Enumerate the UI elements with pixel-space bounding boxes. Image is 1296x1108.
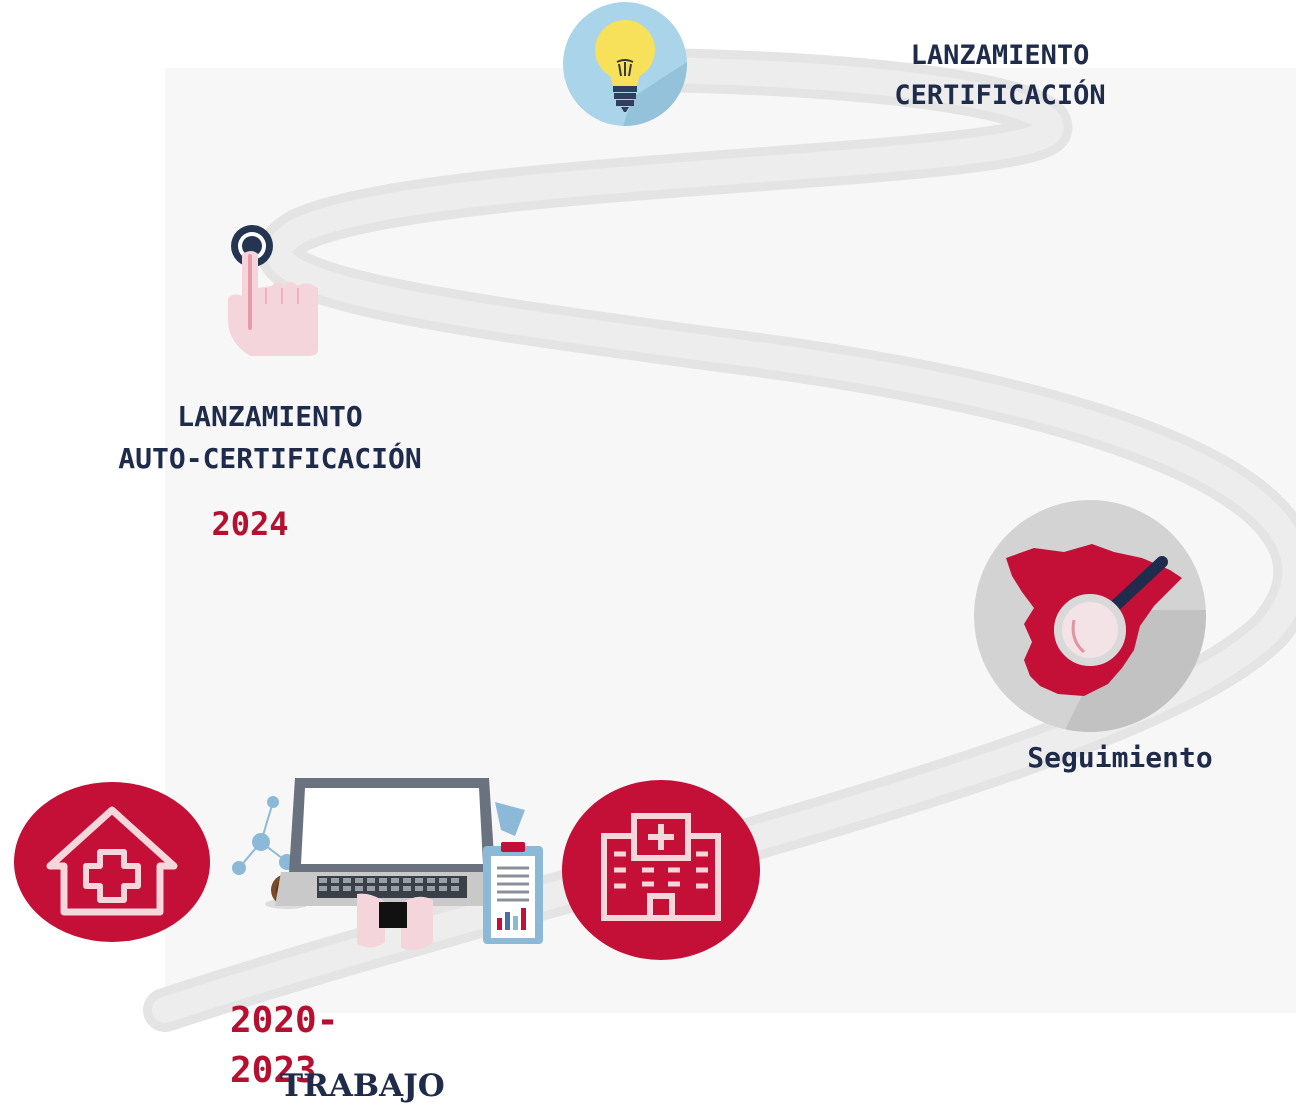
hospital-icon (562, 780, 760, 960)
work-years: 2020- 2023 (230, 996, 390, 1096)
launch-auto-cert-line2: AUTO-CERTIFICACIÓN (118, 442, 422, 475)
tracking-label: Seguimiento (1027, 741, 1213, 774)
launch-auto-cert-line1: LANZAMIENTO (177, 400, 363, 433)
work-label: TRABAJO (280, 1068, 445, 1104)
work-year-line1: 2020- (230, 1000, 339, 1041)
home-health-icon (14, 782, 210, 942)
launch-auto-cert-label: LANZAMIENTO AUTO-CERTIFICACIÓN (20, 396, 520, 480)
launch-cert-line1: LANZAMIENTO (910, 40, 1090, 71)
lightbulb-icon (563, 2, 687, 126)
work-year-line2: 2023 (230, 1050, 317, 1091)
launch-cert-line2: CERTIFICACIÓN (894, 80, 1106, 111)
launch-cert-label: LANZAMIENTO CERTIFICACIÓN (830, 36, 1170, 116)
laptop-work-icon (232, 778, 543, 950)
spain-map-magnifier-icon (974, 500, 1206, 732)
touch-button-icon (228, 225, 318, 356)
launch-auto-cert-year: 2024 (211, 505, 289, 543)
